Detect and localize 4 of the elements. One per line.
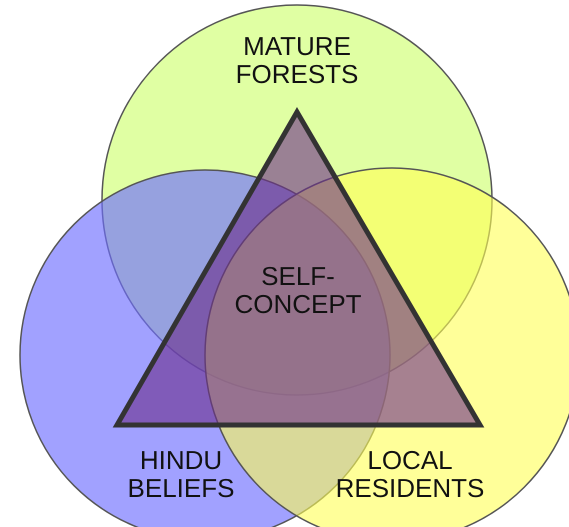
circle-label: LOCAL RESIDENTS <box>334 446 486 502</box>
center-label: SELF-CONCEPT <box>233 262 363 318</box>
circle-label: MATURE FORESTS <box>234 32 360 88</box>
circle-label: HINDU BELIEFS <box>126 446 236 502</box>
